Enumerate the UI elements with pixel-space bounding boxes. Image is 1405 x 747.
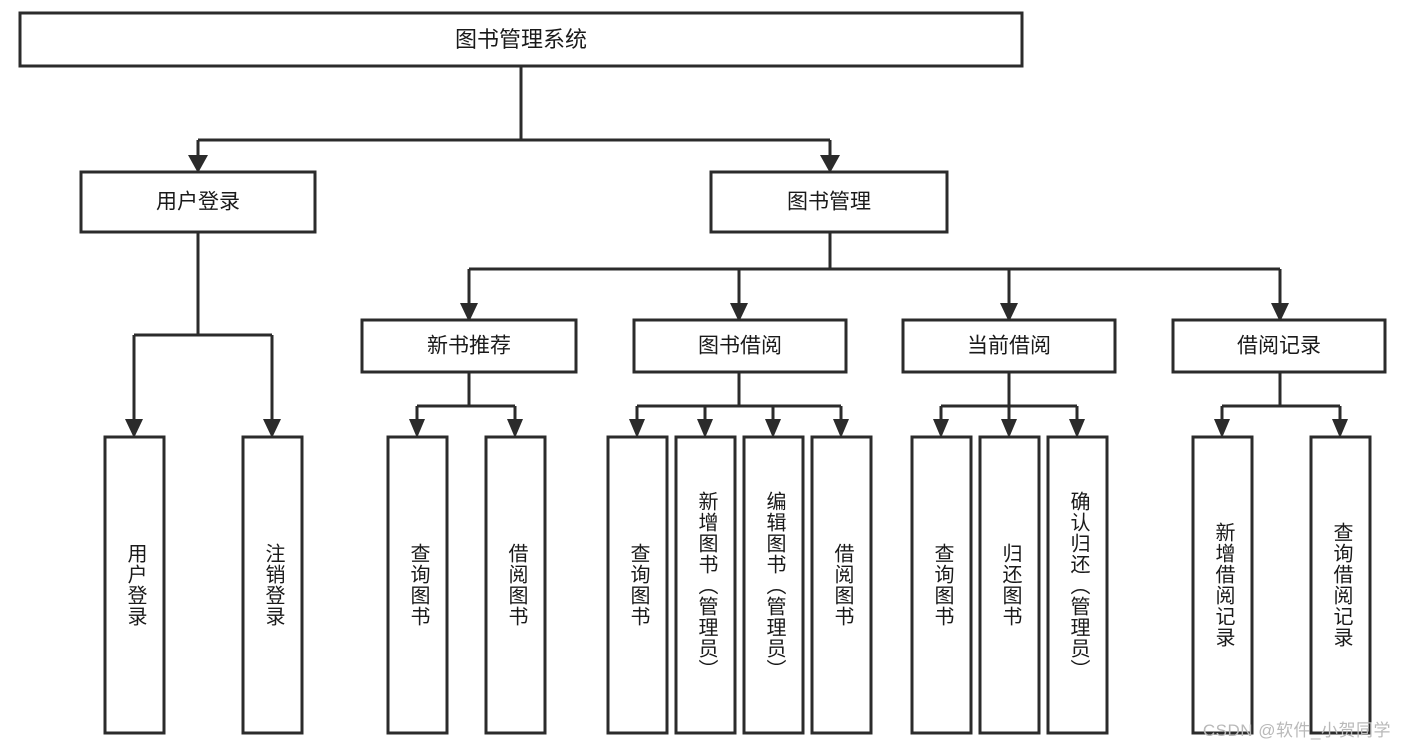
watermark-text: CSDN @软件_小贺同学: [1202, 721, 1391, 740]
node-book-management[interactable]: [709, 170, 949, 234]
node-leaf-query-book-borrow[interactable]: [606, 435, 669, 735]
arrowhead-new-book-recommend: [460, 303, 478, 322]
arrowhead-borrow-leaf4: [833, 419, 849, 438]
arrowhead-borrow-leaf2: [697, 419, 713, 438]
node-new-book-recommend-label: 新书推荐: [427, 335, 511, 358]
node-user-login[interactable]: [79, 170, 317, 234]
arrowhead-leaf-logout: [263, 419, 281, 438]
arrowhead-record-leaf1: [1214, 419, 1230, 438]
arrowhead-book-borrow: [730, 303, 748, 322]
arrowhead-current-leaf1: [933, 419, 949, 438]
node-leaf-borrow-book[interactable]: [810, 435, 873, 735]
node-leaf-logout[interactable]: [241, 435, 304, 735]
node-root-book-management-system[interactable]: [18, 11, 1024, 68]
node-leaf-edit-book-admin[interactable]: [742, 435, 805, 735]
node-leaf-query-borrow-record[interactable]: [1309, 435, 1372, 735]
node-leaf-return-book[interactable]: [978, 435, 1041, 735]
node-borrow-record-label: 借阅记录: [1237, 335, 1321, 358]
node-leaf-add-borrow-record[interactable]: [1191, 435, 1254, 735]
arrowhead-borrow-leaf1: [629, 419, 645, 438]
arrowhead-recommend-leaf1: [409, 419, 425, 438]
node-borrow-record[interactable]: [1171, 318, 1387, 374]
node-book-management-label: 图书管理: [787, 191, 871, 214]
node-leaf-user-login[interactable]: [103, 435, 166, 735]
node-current-borrow[interactable]: [901, 318, 1117, 374]
node-leaf-query-book-current[interactable]: [910, 435, 973, 735]
arrowhead-recommend-leaf2: [507, 419, 523, 438]
node-user-login-label: 用户登录: [156, 191, 240, 214]
nodes-group: 图书管理系统 用户登录 图书管理 新书推荐 图书借阅 当前借阅 借阅记录: [18, 11, 1387, 735]
arrowhead-leaf-user-login: [125, 419, 143, 438]
arrowhead-borrow-leaf3: [765, 419, 781, 438]
arrowhead-borrow-record: [1271, 303, 1289, 322]
arrowhead-book-manage: [820, 155, 840, 173]
arrowhead-user-login: [188, 155, 208, 173]
node-leaf-add-book-admin[interactable]: [674, 435, 737, 735]
arrowhead-record-leaf2: [1332, 419, 1348, 438]
node-book-borrow[interactable]: [632, 318, 848, 374]
node-book-borrow-label: 图书借阅: [698, 335, 782, 358]
node-root-label: 图书管理系统: [455, 27, 587, 52]
arrowhead-current-borrow: [1000, 303, 1018, 322]
arrowhead-current-leaf3: [1069, 419, 1085, 438]
arrowhead-current-leaf2: [1001, 419, 1017, 438]
node-new-book-recommend[interactable]: [360, 318, 578, 374]
node-current-borrow-label: 当前借阅: [967, 335, 1051, 358]
node-leaf-confirm-return-admin[interactable]: [1046, 435, 1109, 735]
node-leaf-borrow-book-recommend[interactable]: [484, 435, 547, 735]
node-leaf-query-book-recommend[interactable]: [386, 435, 449, 735]
connectors-group: [125, 66, 1348, 438]
